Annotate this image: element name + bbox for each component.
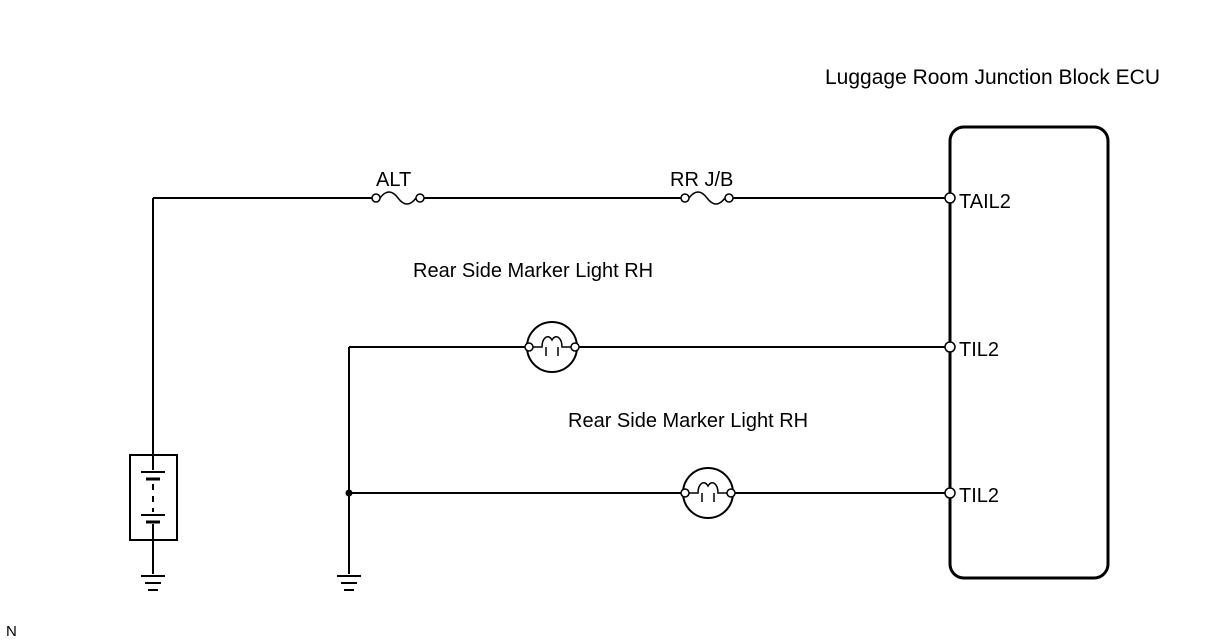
lower-light-label: Rear Side Marker Light RH — [568, 410, 808, 432]
return-wire — [345, 347, 353, 574]
terminal-til2-lower-label: TIL2 — [959, 485, 999, 507]
ecu-title: Luggage Room Junction Block ECU — [825, 66, 1160, 89]
terminal-til2-lower-icon — [944, 487, 956, 499]
upper-lamp-icon — [524, 321, 580, 373]
terminal-til2-upper-label: TIL2 — [959, 339, 999, 361]
terminal-til2-upper-icon — [944, 341, 956, 353]
supply-wire — [152, 197, 945, 455]
ground-right-icon — [337, 575, 361, 591]
fuse-rr-jb-icon — [680, 191, 734, 205]
upper-light-label: Rear Side Marker Light RH — [413, 260, 653, 282]
terminal-tail2-label: TAIL2 — [959, 191, 1011, 213]
battery-icon — [129, 454, 178, 574]
fuse-rr-jb-label: RR J/B — [670, 169, 733, 191]
lower-lamp-icon — [680, 467, 736, 519]
terminal-tail2-icon — [944, 192, 956, 204]
ground-left-icon — [141, 575, 165, 591]
fuse-alt-icon — [371, 191, 425, 205]
fuse-alt-label: ALT — [376, 169, 411, 191]
corner-mark: N — [6, 623, 17, 640]
